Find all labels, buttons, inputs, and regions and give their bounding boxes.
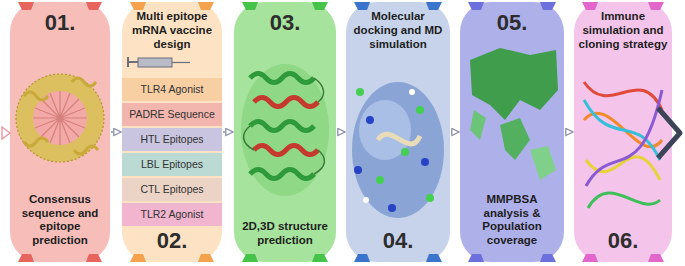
- structure-illustration: [241, 64, 329, 196]
- entry-triangle: [2, 127, 10, 139]
- text-slot: 03.: [238, 10, 332, 36]
- panel-tab: [242, 254, 258, 262]
- step-title: Molecular docking and MD simulation: [350, 10, 446, 51]
- band-label: PADRE Sequence: [129, 108, 215, 121]
- band-label: TLR2 Agonist: [140, 208, 203, 221]
- panel-fill: [122, 2, 222, 262]
- step-number: 05.: [464, 10, 560, 36]
- text-slot: Immune simulation and cloning strategy: [578, 10, 668, 51]
- text-slot: 04.: [350, 228, 446, 254]
- step-panel: Multi epitope mRNA vaccine design 02. TLR4…: [122, 2, 222, 262]
- step-number: 03.: [238, 10, 332, 36]
- text-slot: HTL Epitopes: [122, 128, 222, 151]
- text-slot: Multi epitope mRNA vaccine design: [126, 10, 218, 51]
- text-slot: 01.: [14, 10, 106, 36]
- panel-tab: [582, 2, 598, 10]
- panel-tab: [426, 2, 442, 10]
- sequence-band: PADRE Sequence: [122, 103, 222, 126]
- panel-tab: [130, 254, 146, 262]
- band-label: LBL Epitopes: [141, 158, 203, 171]
- panel-tab: [468, 254, 484, 262]
- panel-tab: [198, 254, 214, 262]
- step-title: MMPBSA analysis & Population coverage: [464, 193, 560, 248]
- text-slot: LBL Epitopes: [122, 153, 222, 176]
- flow-arrow: [565, 131, 573, 133]
- panel-fill: [234, 2, 336, 262]
- step-title: 2D,3D structure prediction: [238, 220, 332, 248]
- step-number: 01.: [14, 10, 106, 36]
- panel-tab: [130, 2, 146, 10]
- sequence-band: TLR4 Agonist: [122, 78, 222, 101]
- step-panel: Immune simulation and cloning strategy 06…: [574, 2, 672, 262]
- sequence-band: LBL Epitopes: [122, 153, 222, 176]
- sequence-band: HTL Epitopes: [122, 128, 222, 151]
- panel-tab: [86, 2, 102, 10]
- text-slot: 06.: [578, 228, 668, 254]
- panel-fill: [10, 2, 110, 262]
- panel-tab: [648, 254, 664, 262]
- text-slot: TLR2 Agonist: [122, 203, 222, 226]
- panel-tab: [198, 2, 214, 10]
- step-panel: Molecular docking and MD simulation 04.: [346, 2, 450, 262]
- step-title: Consensus sequence and epitope predictio…: [14, 193, 106, 248]
- band-label: TLR4 Agonist: [140, 83, 203, 96]
- panel-fill: [346, 2, 450, 262]
- text-slot: Consensus sequence and epitope predictio…: [14, 193, 106, 248]
- text-slot: PADRE Sequence: [122, 103, 222, 126]
- step-panel: 05. MMPBSA analysis & Population coverage: [460, 2, 564, 262]
- panel-fill: [460, 2, 564, 262]
- panel-tab: [354, 254, 370, 262]
- panel-tab: [582, 254, 598, 262]
- text-slot: Molecular docking and MD simulation: [350, 10, 446, 51]
- panel-tab: [648, 2, 664, 10]
- text-slot: 2D,3D structure prediction: [238, 220, 332, 248]
- flow-arrow: [451, 131, 459, 133]
- docking-illustration: [352, 82, 444, 218]
- panel-tab: [18, 254, 34, 262]
- panel-tab: [468, 2, 484, 10]
- text-slot: TLR4 Agonist: [122, 78, 222, 101]
- band-label: HTL Epitopes: [140, 133, 203, 146]
- text-slot: CTL Epitopes: [122, 178, 222, 201]
- text-slot: MMPBSA analysis & Population coverage: [464, 193, 560, 248]
- panel-tab: [242, 2, 258, 10]
- band-label: CTL Epitopes: [140, 183, 203, 196]
- panel-tab: [540, 254, 556, 262]
- step-number: 04.: [350, 228, 446, 254]
- step-panel: 01. Consensus sequence and epitope predic…: [10, 2, 110, 262]
- text-slot: 02.: [126, 228, 218, 254]
- panel-fill: [574, 2, 672, 262]
- text-slot: 05.: [464, 10, 560, 36]
- step-title: Immune simulation and cloning strategy: [578, 10, 668, 51]
- sequence-band: TLR2 Agonist: [122, 203, 222, 226]
- step-panel: 03. 2D,3D structure prediction: [234, 2, 336, 262]
- step-number: 06.: [578, 228, 668, 254]
- panel-tab: [540, 2, 556, 10]
- flow-arrow: [223, 131, 233, 133]
- step-title: Multi epitope mRNA vaccine design: [126, 10, 218, 51]
- flow-arrow: [337, 131, 345, 133]
- panel-tab: [426, 254, 442, 262]
- protein-illustration: [16, 74, 104, 162]
- panel-tab: [18, 2, 34, 10]
- flow-arrow: [111, 131, 121, 133]
- sequence-band: CTL Epitopes: [122, 178, 222, 201]
- step-number: 02.: [126, 228, 218, 254]
- panel-tab: [312, 2, 328, 10]
- panel-tab: [354, 2, 370, 10]
- panel-tab: [312, 254, 328, 262]
- panel-tab: [86, 254, 102, 262]
